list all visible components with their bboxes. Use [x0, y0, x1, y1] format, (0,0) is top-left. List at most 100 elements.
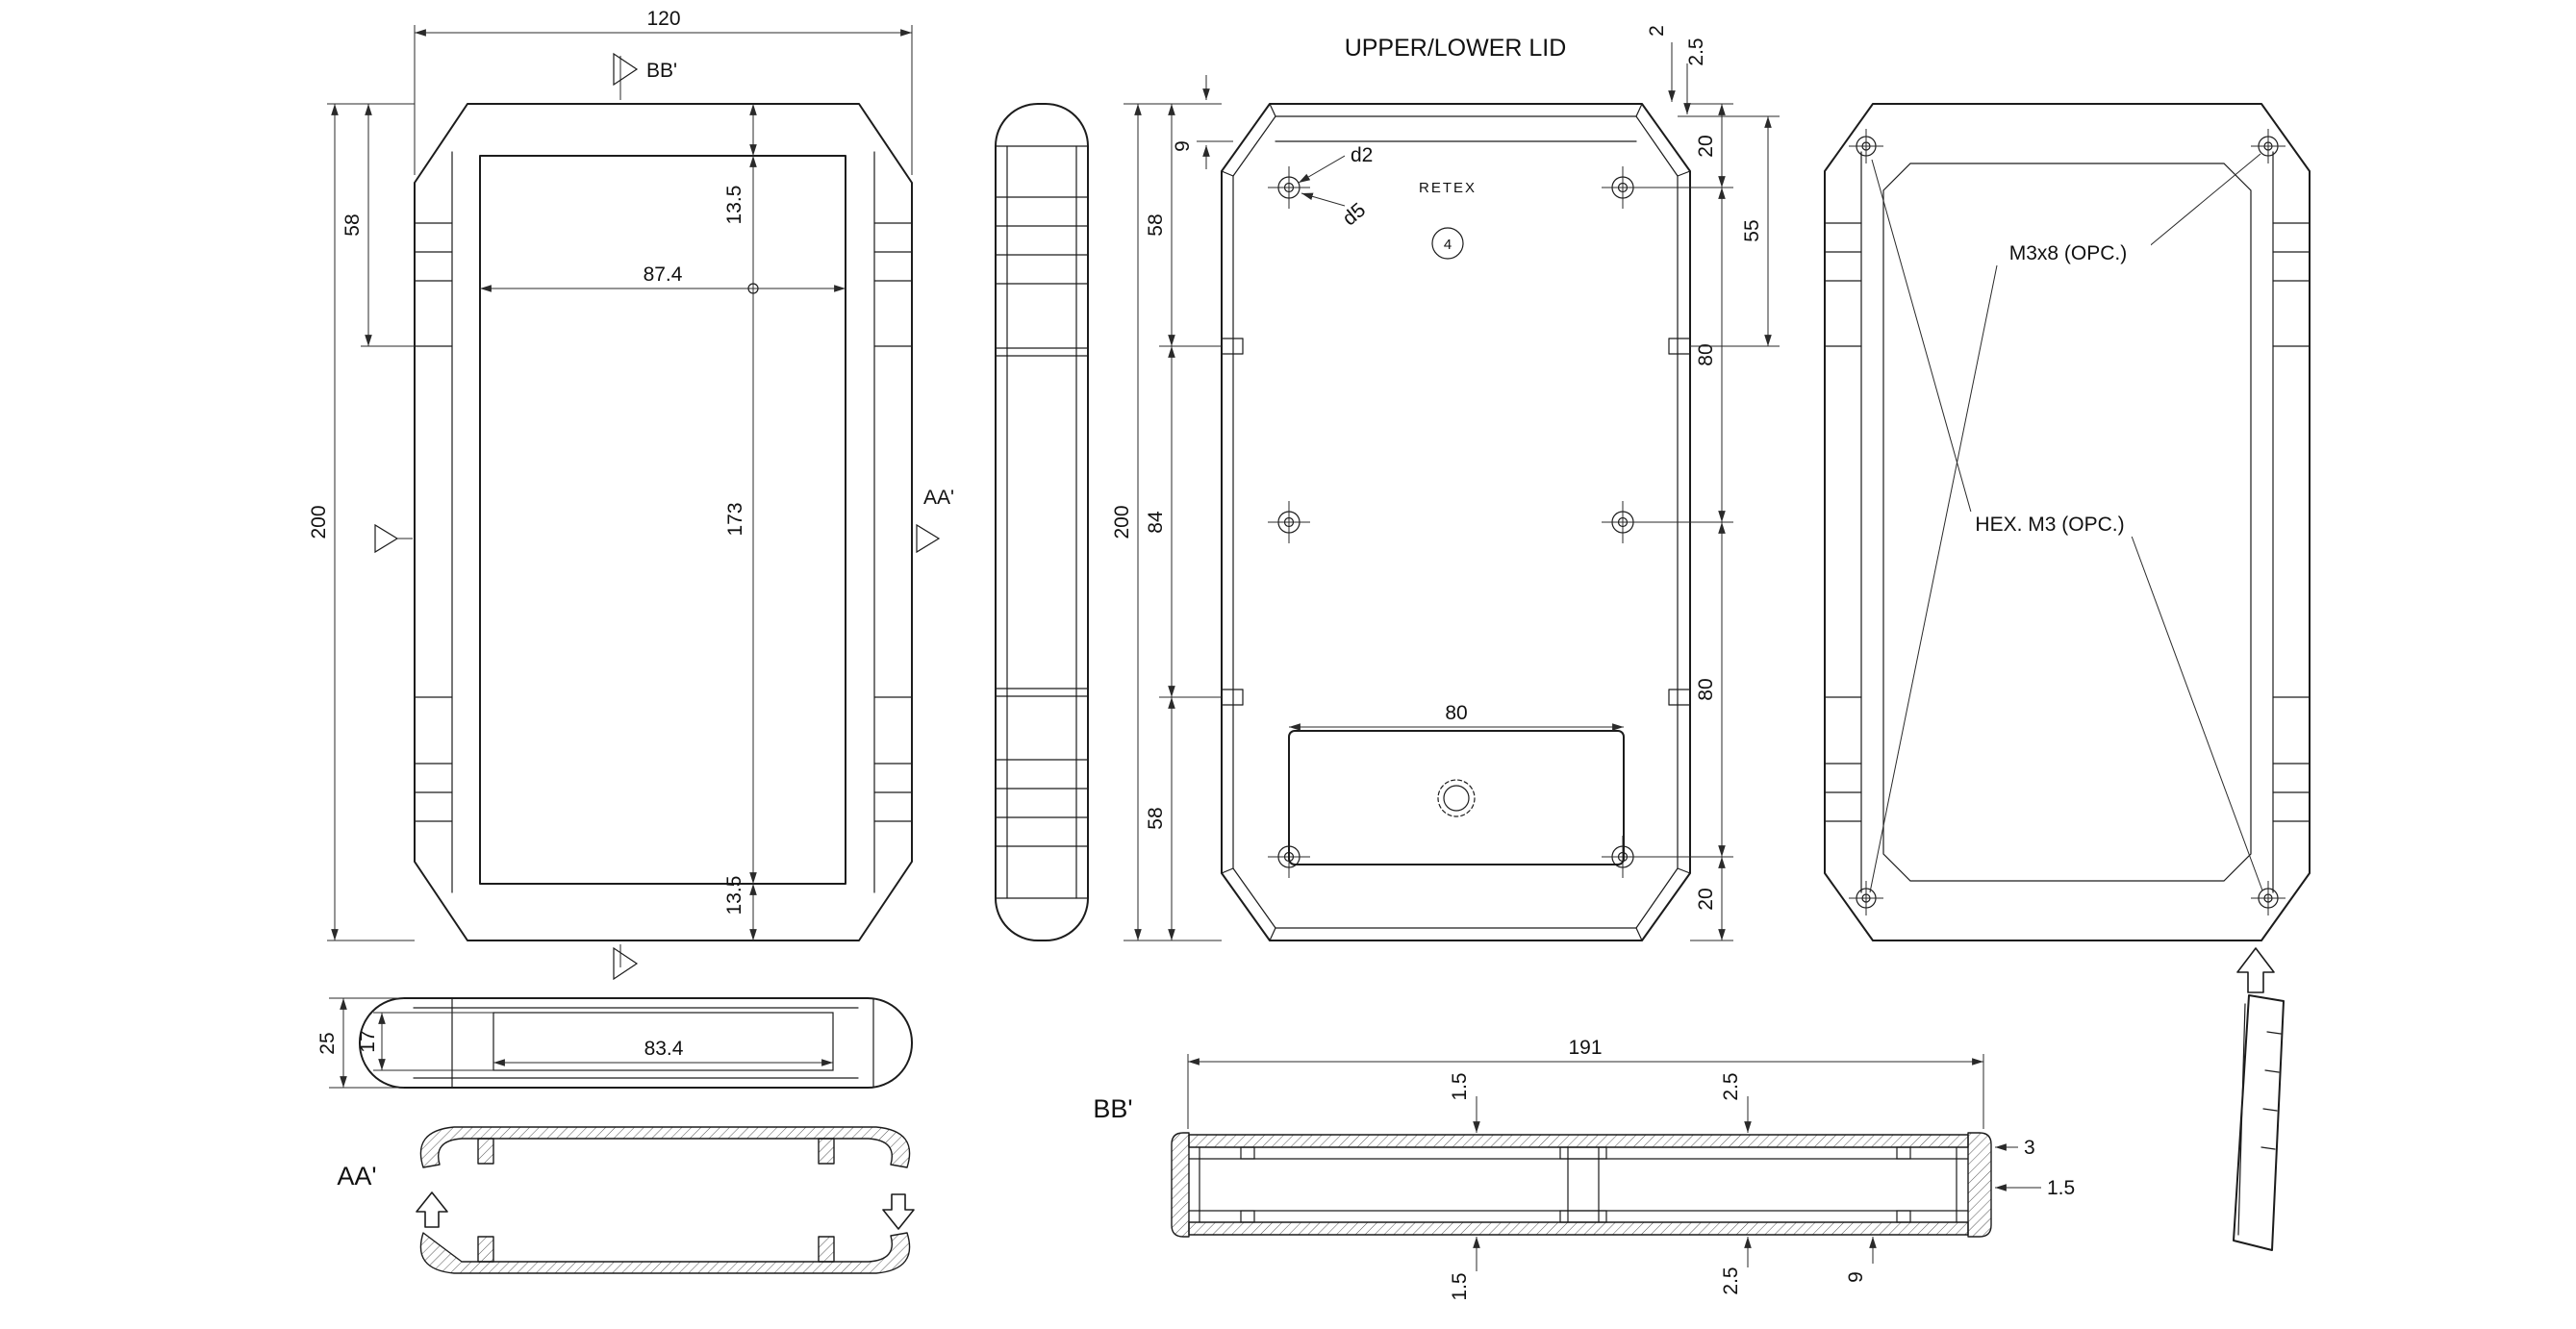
- front-height-dim: 200: [308, 505, 330, 539]
- screw-hole: [2251, 881, 2286, 915]
- lid-height-dim: 200: [1111, 505, 1133, 539]
- section-bb-dimensions: 191 1.5 2.5 3 1.5 1.5 2.5 9: [1187, 1037, 2075, 1301]
- section-left-cap: [1171, 1132, 1190, 1238]
- section-bb-view: [1171, 1132, 1992, 1238]
- front-width-dim: 120: [646, 8, 680, 30]
- brand-logo: RETEX: [1419, 180, 1477, 196]
- lid-screw-bosses: [1268, 166, 1644, 878]
- screw-spec-label: M3x8 (OPC.): [2009, 242, 2128, 264]
- section-marker-bb-top: BB': [613, 52, 677, 100]
- section-aa-flag-label: AA': [923, 487, 954, 509]
- section-marker-bb-bottom: [613, 944, 639, 981]
- lid-right-mid1-dim: 80: [1695, 343, 1717, 365]
- section-aa-view: [416, 1126, 915, 1274]
- lower-shell-section: [419, 1232, 911, 1274]
- snap-post: [1896, 1146, 1911, 1160]
- step-bottom-dim: 2.5: [1720, 1266, 1742, 1294]
- front-panel-recess: [479, 155, 846, 885]
- shell-post: [818, 1138, 835, 1165]
- front-dimensions: 120 200 58 13.5 87.4 173 13.5: [308, 8, 913, 941]
- upper-shell-section: [419, 1126, 911, 1168]
- lid-right-mid2-dim: 80: [1695, 678, 1717, 700]
- front-inner-height-dim: 173: [724, 502, 746, 536]
- wall-top-dim: 1.5: [1449, 1072, 1471, 1100]
- mold-mark: 4: [1431, 227, 1464, 260]
- screw-boss-hole: [1268, 501, 1310, 543]
- section-right-cap: [1967, 1132, 1992, 1238]
- lid-view: d2 d5 RETEX 4 80: [1221, 103, 1691, 941]
- lid-boss-span-dim: 55: [1741, 219, 1763, 241]
- label-backing: [1958, 512, 2141, 537]
- lid-lip-outer-dim: 2: [1646, 25, 1668, 37]
- mold-mark-number: 4: [1444, 237, 1452, 253]
- top-inner-height-dim: 17: [357, 1030, 379, 1052]
- lid-left-top-dim: 58: [1145, 213, 1167, 236]
- label-backing: [1985, 240, 2151, 265]
- side-grip-lines: [995, 196, 1089, 847]
- right-lower-dim: 1.5: [2047, 1177, 2075, 1199]
- depth-dim: 9: [1845, 1271, 1867, 1283]
- shell-post: [818, 1236, 835, 1263]
- lid-right-bottom-dim: 20: [1695, 888, 1717, 910]
- section-bottom-wall: [1188, 1221, 1969, 1236]
- lid-compartment: [1288, 730, 1625, 865]
- lid-left-bottom-dim: 58: [1145, 807, 1167, 829]
- front-bottom-inset-dim: 13.5: [723, 876, 745, 915]
- front-side-dim: 58: [341, 213, 364, 236]
- step-top-dim: 2.5: [1720, 1072, 1742, 1100]
- assembly-arrow-down-icon: [882, 1193, 915, 1230]
- lid-title: UPPER/LOWER LID: [1345, 35, 1567, 62]
- back-panel-recess: [1882, 163, 2252, 882]
- section-marker-aa-left: [374, 523, 413, 554]
- assembly-arrow-up-icon: [2236, 947, 2275, 993]
- back-screw-holes: [1849, 129, 2286, 915]
- section-top-wall: [1188, 1134, 1969, 1148]
- back-view: M3x8 (OPC.) HEX. M3 (OPC.): [1824, 103, 2311, 941]
- nut-spec-label: HEX. M3 (OPC.): [1975, 514, 2124, 536]
- side-strip-profile: [2233, 994, 2285, 1251]
- snap-post: [1896, 1210, 1911, 1223]
- top-inner-width-dim: 83.4: [644, 1038, 684, 1060]
- lid-top-edge-dim: 9: [1172, 140, 1194, 152]
- section-bb-flag-label: BB': [646, 60, 677, 82]
- front-top-inset-dim: 13.5: [723, 186, 745, 225]
- wall-bottom-dim: 1.5: [1449, 1272, 1471, 1300]
- screw-hole: [1849, 129, 1883, 163]
- section-length-dim: 191: [1568, 1037, 1602, 1059]
- right-upper-dim: 3: [2024, 1137, 2035, 1159]
- section-bb-label: BB': [1093, 1094, 1132, 1123]
- side-view: [995, 103, 1089, 941]
- snap-post: [1240, 1210, 1255, 1223]
- section-aa-label: AA': [337, 1162, 376, 1191]
- center-rib: [1559, 1146, 1607, 1160]
- lid-dimensions-left: 200 58 84 58 9: [1111, 75, 1233, 941]
- screw-boss-hole: [1602, 166, 1644, 209]
- top-height-dim: 25: [316, 1032, 339, 1054]
- front-view: [414, 103, 913, 941]
- hole-inner-dia-label: d2: [1351, 144, 1373, 166]
- top-recess: [492, 1012, 834, 1071]
- screw-hole: [1849, 881, 1883, 915]
- back-grip-lines: [1824, 222, 2311, 822]
- compartment-width-dim: 80: [1445, 702, 1467, 724]
- front-grip-lines: [414, 222, 913, 822]
- shell-post: [477, 1138, 494, 1165]
- lid-left-mid-dim: 84: [1145, 511, 1167, 534]
- section-marker-aa-right: AA': [916, 487, 954, 554]
- screw-boss-hole: [1602, 501, 1644, 543]
- lid-right-top-dim: 20: [1695, 135, 1717, 157]
- top-view-dimensions: 25 17 83.4: [316, 997, 833, 1089]
- assembly-arrow-up-icon: [416, 1191, 448, 1228]
- lid-dimensions-right: 2 2.5 20 80 80 20 55: [1644, 25, 1780, 941]
- lid-lip-inner-dim: 2.5: [1685, 38, 1707, 65]
- top-view: [359, 997, 913, 1089]
- hole-outer-dia-label: d5: [1338, 199, 1370, 231]
- front-inner-width-dim: 87.4: [644, 263, 683, 286]
- knockout-hole: [1437, 779, 1476, 817]
- screw-boss-hole: [1268, 166, 1310, 209]
- snap-post: [1240, 1146, 1255, 1160]
- center-rib: [1559, 1210, 1607, 1223]
- screw-hole: [2251, 129, 2286, 163]
